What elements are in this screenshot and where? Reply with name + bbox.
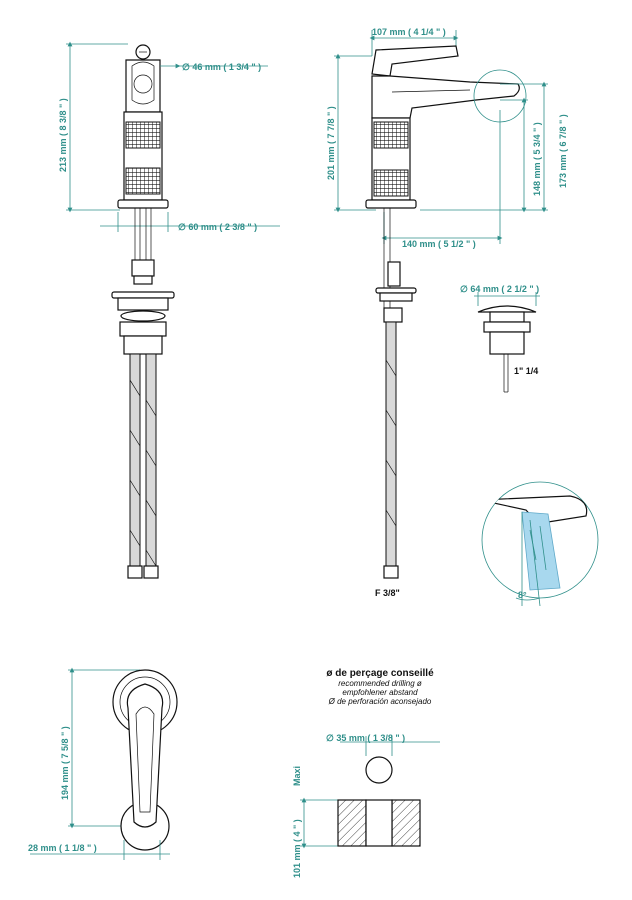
side-height-label: 201 mm ( 7 7/8 " ) bbox=[326, 106, 336, 180]
drain-diameter-label: ∅ 64 mm ( 2 1/2 " ) bbox=[460, 284, 539, 294]
side-view: 107 mm ( 4 1/4 " ) 201 mm ( 7 7/8 " ) 17… bbox=[326, 27, 568, 598]
front-view: 213 mm ( 8 3/8 " ) ∅ 46 mm ( 1 3/4 " ) ∅… bbox=[58, 41, 280, 579]
top-view-length-label: 194 mm ( 7 5/8 " ) bbox=[60, 726, 70, 800]
drain-detail: ∅ 64 mm ( 2 1/2 " ) 1" 1/4 bbox=[460, 284, 540, 393]
deck-thickness-label: 101 mm ( 4 " ) bbox=[292, 819, 302, 878]
front-base-diameter-label: ∅ 60 mm ( 2 3/8 " ) bbox=[178, 222, 257, 232]
top-view: 194 mm ( 7 5/8 " ) 28 mm ( 1 1/8 " ) bbox=[28, 667, 178, 860]
drilling-es: Ø de perforación aconsejado bbox=[328, 697, 432, 706]
drill-diameter-label: ∅ 35 mm ( 1 3/8 " ) bbox=[326, 733, 405, 743]
front-height-label: 213 mm ( 8 3/8 " ) bbox=[58, 98, 68, 172]
front-diameter-label: ∅ 46 mm ( 1 3/4 " ) bbox=[182, 62, 261, 72]
drilling-en: recommended drilling ø bbox=[338, 679, 422, 688]
deck-max-label: Maxi bbox=[292, 766, 302, 786]
drilling-de: empfohlener abstand bbox=[342, 688, 418, 697]
side-spout-outer-label: 173 mm ( 6 7/8 " ) bbox=[558, 114, 568, 188]
side-reach-label: 140 mm ( 5 1/2 " ) bbox=[402, 239, 476, 249]
drilling-info: ø de perçage conseillé recommended drill… bbox=[292, 668, 440, 878]
side-top-width-label: 107 mm ( 4 1/4 " ) bbox=[372, 27, 446, 37]
side-spout-inner-label: 148 mm ( 5 3/4 " ) bbox=[532, 122, 542, 196]
hose-thread-label: F 3/8" bbox=[375, 588, 400, 598]
flow-detail: 8° bbox=[481, 481, 599, 607]
drain-thread-label: 1" 1/4 bbox=[514, 366, 538, 376]
top-view-width-label: 28 mm ( 1 1/8 " ) bbox=[28, 843, 97, 853]
angle-label: 8° bbox=[518, 590, 527, 600]
drilling-title: ø de perçage conseillé bbox=[326, 668, 434, 679]
